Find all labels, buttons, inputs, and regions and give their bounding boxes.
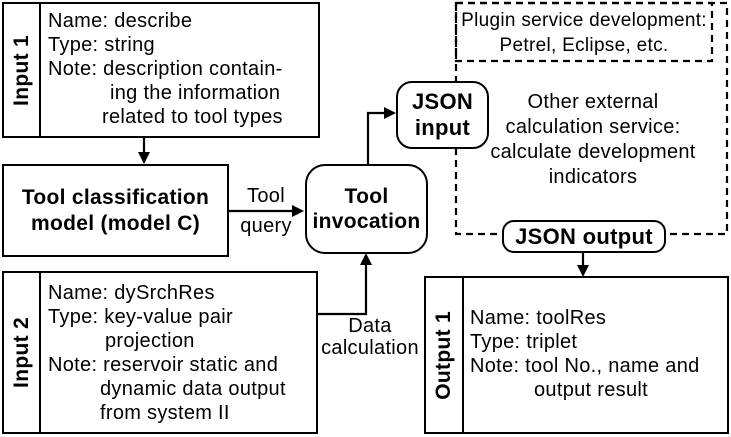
text-line: from system II	[100, 402, 230, 424]
text-line: invocation	[312, 210, 421, 233]
json-output-label: JSON output	[515, 223, 653, 249]
input1-label: Input 1	[9, 34, 33, 106]
text-line: query	[240, 215, 292, 237]
output1-label: Output 1	[432, 310, 455, 400]
input1-box: Input 1 Name: describe Type: string Note…	[2, 2, 320, 138]
input2-label-strip: Input 2	[4, 273, 41, 432]
arrow-input2-to-invocation	[318, 264, 368, 316]
plugin-service-text: Plugin service development: Petrel, Ecli…	[458, 8, 710, 58]
input1-content: Name: describe Type: string Note: descri…	[41, 4, 318, 136]
text-line: indicators	[548, 166, 638, 188]
text-line: Type: key-value pair	[48, 306, 233, 328]
text-line: Type: string	[48, 34, 155, 56]
output1-label-strip: Output 1	[426, 278, 464, 432]
text-line: Name: toolRes	[470, 307, 607, 329]
arrow-invocation-to-json-input	[366, 111, 385, 164]
arrowhead-down-icon	[577, 265, 589, 277]
text-line: calculate development	[490, 141, 696, 163]
text-line: Data	[348, 315, 392, 337]
text-line: ing the information	[110, 82, 281, 104]
text-line: Tool	[344, 185, 389, 208]
tool-invocation-box: Tool invocation	[305, 164, 428, 254]
output1-box: Output 1 Name: toolRes Type: triplet Not…	[424, 276, 729, 434]
text-line: calculation service:	[505, 116, 681, 138]
text-line: Tool classification	[21, 185, 210, 209]
text-line: Note: tool No., name and	[470, 355, 700, 377]
text-line: input	[414, 115, 471, 140]
input2-label: Input 2	[9, 317, 33, 388]
text-line: dynamic data output	[100, 378, 286, 400]
output1-content: Name: toolRes Type: triplet Note: tool N…	[464, 278, 727, 432]
text-line: Petrel, Eclipse, etc.	[499, 35, 669, 56]
text-line: Note: description contain-	[48, 58, 283, 80]
text-line: Type: triplet	[470, 331, 578, 353]
text-line: Name: describe	[48, 10, 193, 32]
text-line: related to tool types	[102, 106, 283, 128]
input2-box: Input 2 Name: dySrchRes Type: key-value …	[2, 271, 318, 434]
text-line: Name: dySrchRes	[48, 282, 215, 304]
text-line: Note: reservoir static and	[48, 354, 279, 376]
input2-content: Name: dySrchRes Type: key-value pair pro…	[41, 273, 316, 432]
text-line: Tool	[247, 185, 285, 207]
arrowhead-right-icon	[292, 205, 304, 217]
text-line: output result	[534, 379, 648, 401]
tool-query-edge-label: Tool query	[226, 181, 306, 241]
json-output-box: JSON output	[502, 220, 666, 253]
text-line: projection	[105, 330, 195, 352]
text-line: Plugin service development:	[461, 10, 707, 31]
text-line: calculation	[321, 337, 419, 359]
arrowhead-right-icon	[384, 107, 396, 119]
input1-label-strip: Input 1	[4, 4, 41, 136]
external-service-text: Other external calculation service: calc…	[460, 90, 726, 190]
data-calculation-edge-label: Data calculation	[316, 315, 424, 359]
json-input-box: JSON input	[396, 81, 489, 149]
text-line: JSON	[411, 89, 474, 114]
tool-classification-model-box: Tool classification model (model C)	[2, 164, 229, 257]
text-line: Other external	[527, 91, 659, 113]
text-line: model (model C)	[30, 211, 200, 235]
arrowhead-down-icon	[138, 152, 150, 164]
arrowhead-up-icon	[360, 253, 372, 265]
